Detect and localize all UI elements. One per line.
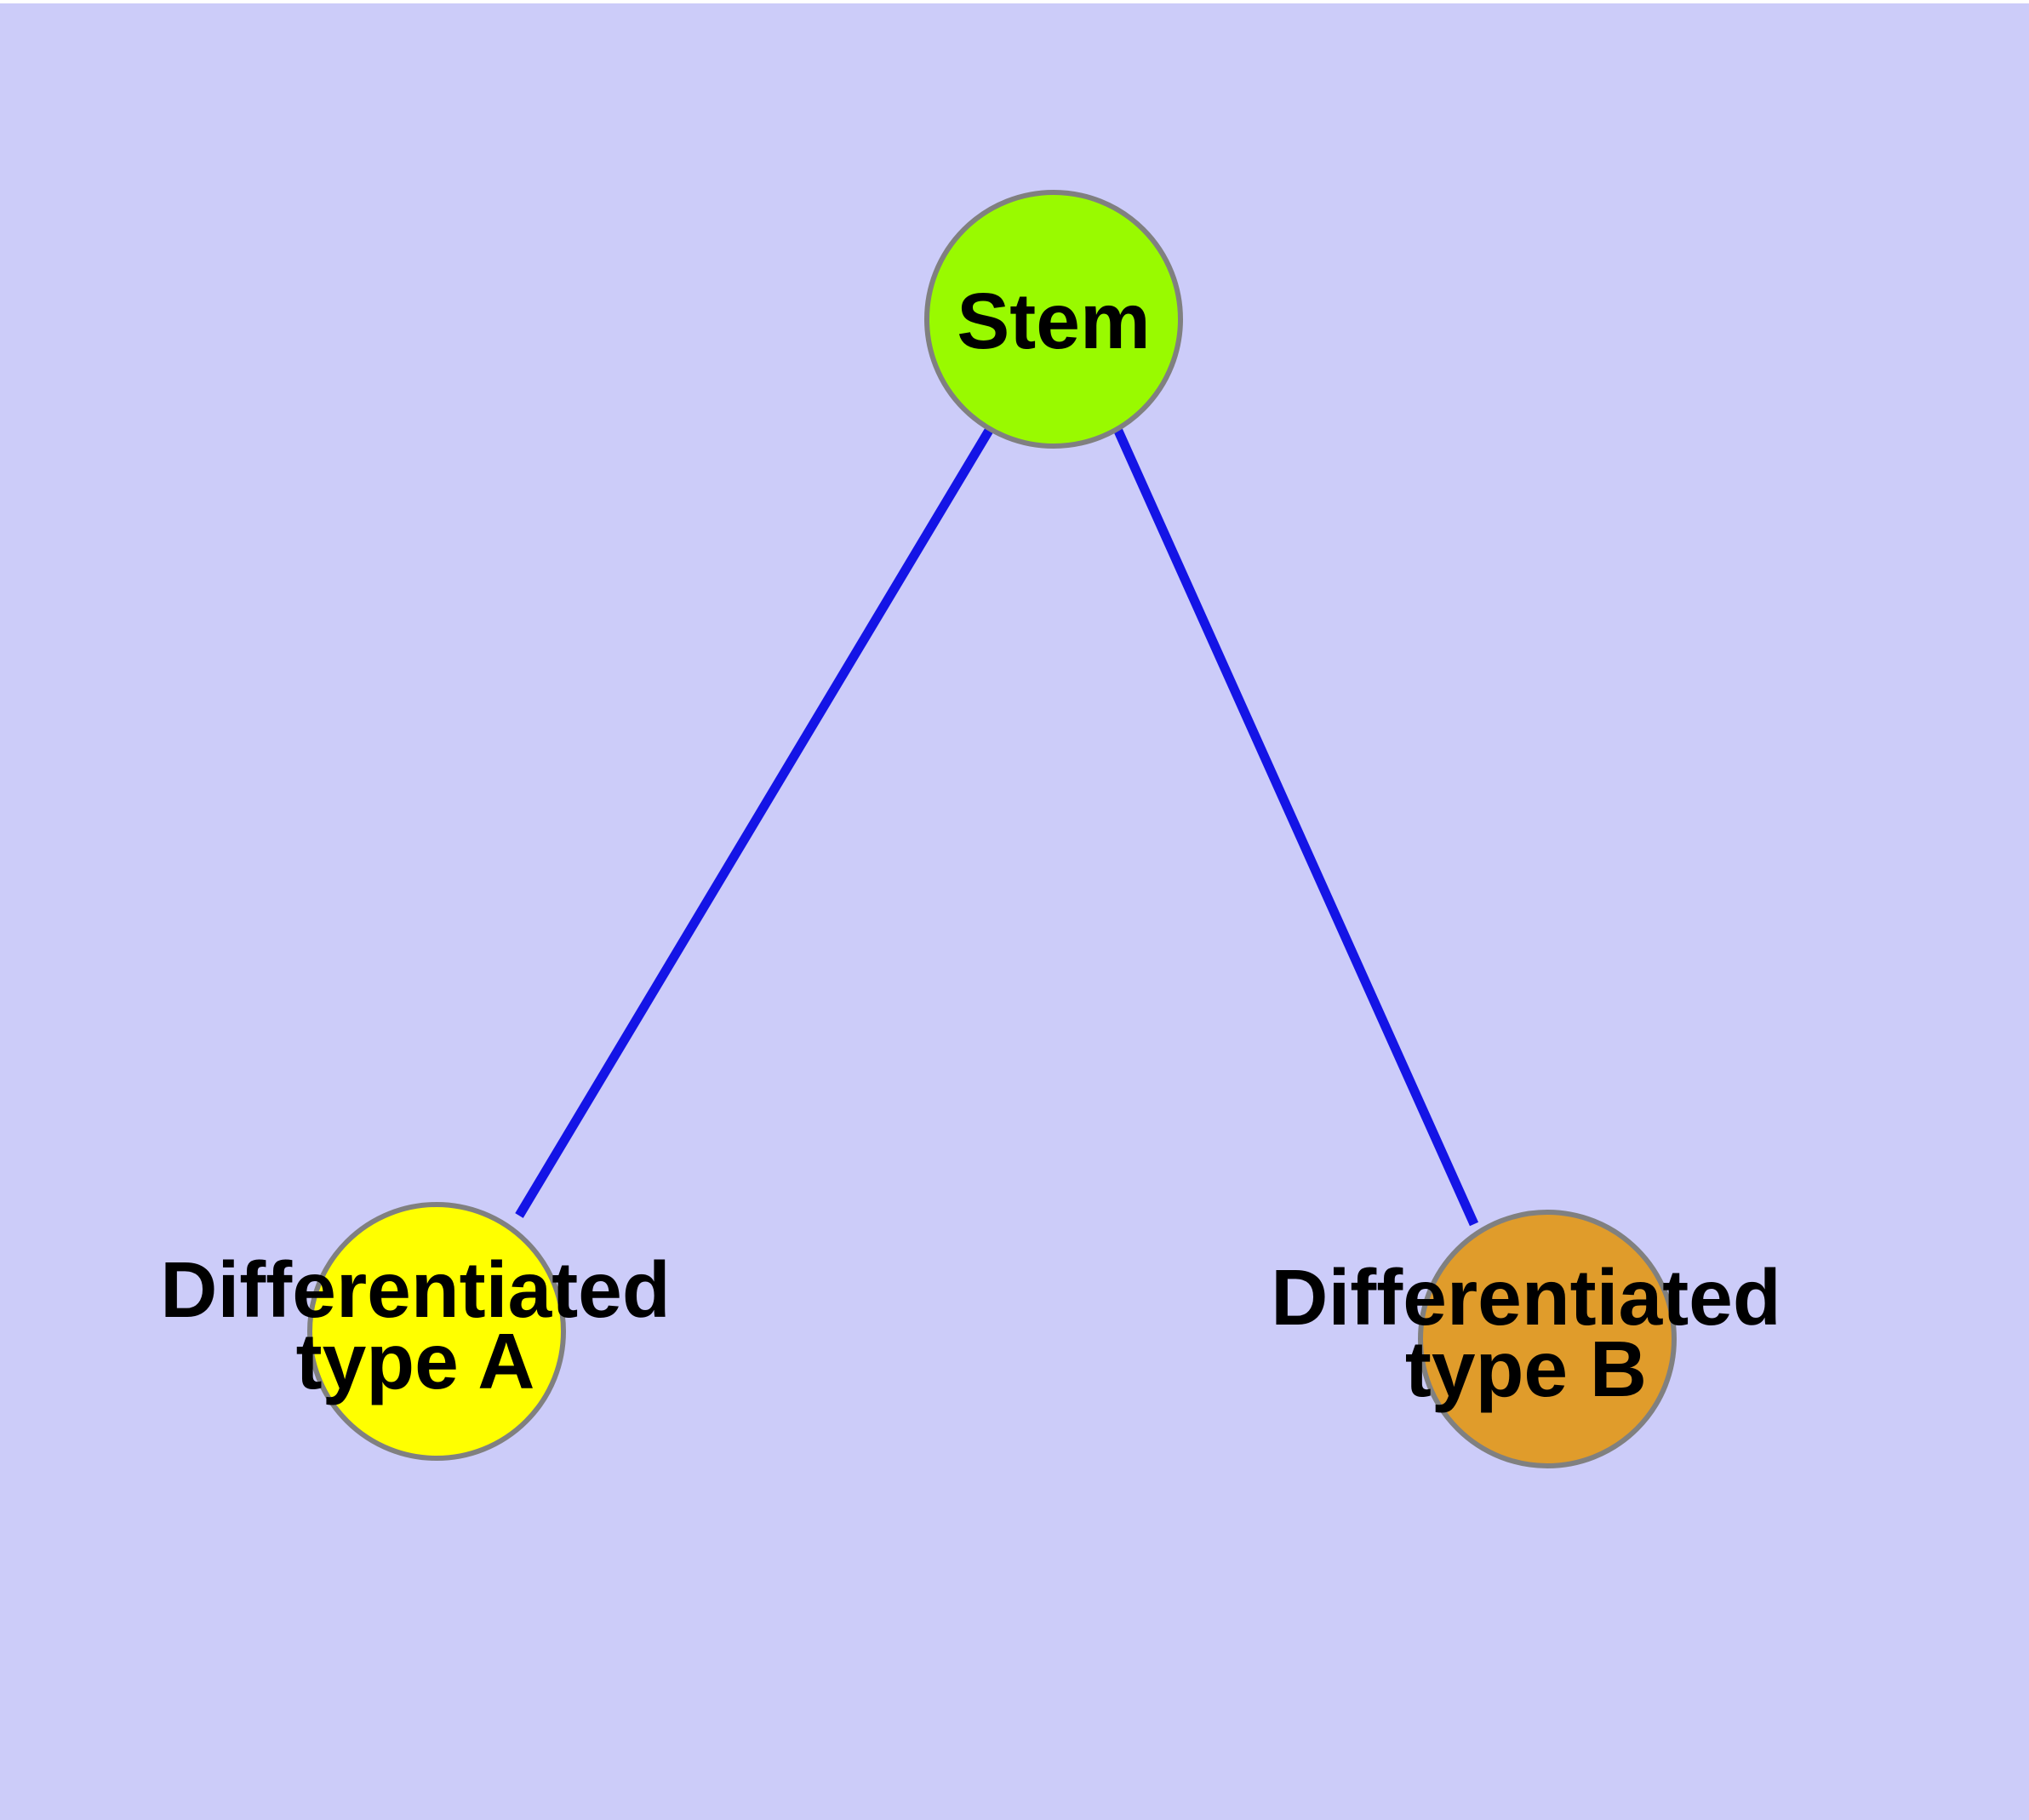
node-differentiated-type-a-label-line-1: Differentiated — [160, 1245, 670, 1334]
edge-layer — [515, 426, 1479, 1227]
node-differentiated-type-b-label-line-2: type B — [1405, 1325, 1647, 1413]
node-stem-label-line-1: Stem — [957, 277, 1150, 365]
node-differentiated-type-b[interactable] — [1418, 1210, 1677, 1468]
node-stem[interactable] — [924, 190, 1183, 449]
node-differentiated-type-a[interactable] — [307, 1202, 566, 1461]
edge-stem-to-diff-b[interactable] — [1112, 426, 1479, 1227]
node-layer — [307, 190, 1677, 1468]
edge-stem-to-diff-a[interactable] — [515, 426, 994, 1218]
node-differentiated-type-b-label-line-1: Differentiated — [1271, 1253, 1780, 1342]
node-differentiated-type-a-label-line-2: type A — [296, 1317, 535, 1405]
label-layer: Stem Differentiated type A Differentiate… — [160, 277, 1780, 1413]
